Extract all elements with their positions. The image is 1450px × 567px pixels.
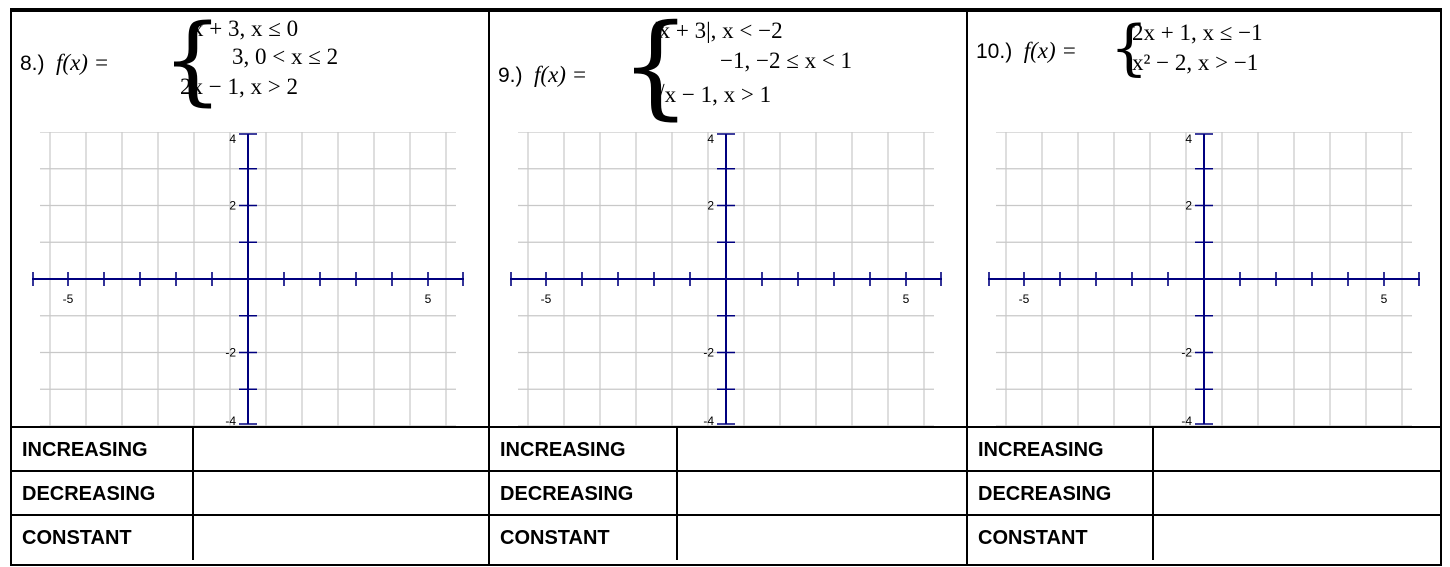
function-name: f(x) = <box>534 62 588 87</box>
y-tick-label: 2 <box>707 199 714 213</box>
constant-row: CONSTANT <box>968 514 1442 560</box>
case-3: 2x − 1, x > 2 <box>180 74 298 99</box>
y-tick-label: 4 <box>1185 132 1192 146</box>
worksheet-frame <box>10 10 1442 566</box>
x-tick-label: -5 <box>1019 292 1030 306</box>
constant-answer-cell[interactable] <box>676 516 968 560</box>
axes <box>988 133 1420 425</box>
case-1: |x + 3|, x < −2 <box>654 18 783 43</box>
column-divider-1 <box>488 10 490 566</box>
increasing-label: INCREASING <box>500 439 626 461</box>
problem-10-label: 10.) f(x) = <box>976 38 1077 64</box>
coordinate-grid[interactable]: -5 5 4 2 -2 -4 <box>988 132 1420 426</box>
problem-8-panel: 8.) f(x) = { x + 3, x ≤ 0 3, 0 < x ≤ 2 2… <box>12 10 488 426</box>
case-2: −1, −2 ≤ x < 1 <box>720 48 853 73</box>
coordinate-grid[interactable]: -5 5 4 2 -2 -4 <box>32 132 464 426</box>
column-divider-2 <box>966 10 968 566</box>
left-brace: { <box>162 4 224 116</box>
increasing-label: INCREASING <box>978 439 1104 461</box>
problem-9-panel: 9.) f(x) = { |x + 3|, x < −2 −1, −2 ≤ x … <box>490 10 966 426</box>
decreasing-answer-cell[interactable] <box>192 472 488 516</box>
decreasing-row: DECREASING <box>12 470 488 516</box>
y-tick-label: -4 <box>225 414 236 426</box>
problem-number: 9.) <box>498 64 523 87</box>
coordinate-grid[interactable]: -5 5 4 2 -2 -4 <box>510 132 942 426</box>
problem-9-label: 9.) f(x) = <box>498 62 587 88</box>
x-tick-label: 5 <box>425 292 432 306</box>
case-1: x + 3, x ≤ 0 <box>192 16 299 41</box>
x-tick-label: 5 <box>1381 292 1388 306</box>
increasing-answer-cell[interactable] <box>192 428 488 472</box>
function-name: f(x) = <box>56 50 110 75</box>
decreasing-answer-cell[interactable] <box>676 472 968 516</box>
constant-answer-cell[interactable] <box>192 516 488 560</box>
problem-8-statement: 8.) f(x) = { x + 3, x ≤ 0 3, 0 < x ≤ 2 2… <box>12 10 488 130</box>
top-rule <box>10 8 1442 11</box>
axes <box>32 133 464 425</box>
increasing-row: INCREASING <box>12 426 488 472</box>
increasing-answer-cell[interactable] <box>676 428 968 472</box>
decreasing-answer-cell[interactable] <box>1152 472 1444 516</box>
x-tick-label: -5 <box>63 292 74 306</box>
axes <box>510 133 942 425</box>
increasing-row: INCREASING <box>490 426 966 472</box>
problem-number: 10.) <box>976 40 1013 63</box>
y-tick-label: -2 <box>1181 346 1192 360</box>
problem-9-statement: 9.) f(x) = { |x + 3|, x < −2 −1, −2 ≤ x … <box>490 10 966 130</box>
y-tick-label: -2 <box>225 346 236 360</box>
constant-label: CONSTANT <box>22 527 132 549</box>
constant-label: CONSTANT <box>500 527 610 549</box>
y-tick-label: -4 <box>703 414 714 426</box>
decreasing-label: DECREASING <box>500 483 634 505</box>
constant-row: CONSTANT <box>12 514 488 560</box>
constant-row: CONSTANT <box>490 514 966 560</box>
increasing-label: INCREASING <box>22 439 148 461</box>
constant-answer-cell[interactable] <box>1152 516 1444 560</box>
left-brace: { <box>1110 13 1149 83</box>
left-brace: { <box>620 1 692 131</box>
function-name: f(x) = <box>1023 38 1077 63</box>
y-tick-label: -4 <box>1181 414 1192 426</box>
case-2: x² − 2, x > −1 <box>1132 50 1259 75</box>
y-tick-label: 4 <box>707 132 714 146</box>
x-tick-label: -5 <box>541 292 552 306</box>
y-tick-label: -2 <box>703 346 714 360</box>
case-2: 3, 0 < x ≤ 2 <box>232 44 339 69</box>
x-tick-label: 5 <box>903 292 910 306</box>
decreasing-label: DECREASING <box>22 483 156 505</box>
increasing-answer-cell[interactable] <box>1152 428 1444 472</box>
y-tick-label: 2 <box>1185 199 1192 213</box>
decreasing-label: DECREASING <box>978 483 1112 505</box>
constant-label: CONSTANT <box>978 527 1088 549</box>
y-tick-label: 4 <box>229 132 236 146</box>
y-tick-label: 2 <box>229 199 236 213</box>
case-1: 2x + 1, x ≤ −1 <box>1132 20 1263 45</box>
problem-10-panel: 10.) f(x) = { 2x + 1, x ≤ −1 x² − 2, x >… <box>968 10 1442 426</box>
decreasing-row: DECREASING <box>968 470 1442 516</box>
decreasing-row: DECREASING <box>490 470 966 516</box>
problem-10-statement: 10.) f(x) = { 2x + 1, x ≤ −1 x² − 2, x >… <box>968 10 1442 130</box>
increasing-row: INCREASING <box>968 426 1442 472</box>
problem-number: 8.) <box>20 52 45 75</box>
case-3: √x − 1, x > 1 <box>652 82 772 107</box>
problem-8-label: 8.) f(x) = <box>20 50 109 76</box>
